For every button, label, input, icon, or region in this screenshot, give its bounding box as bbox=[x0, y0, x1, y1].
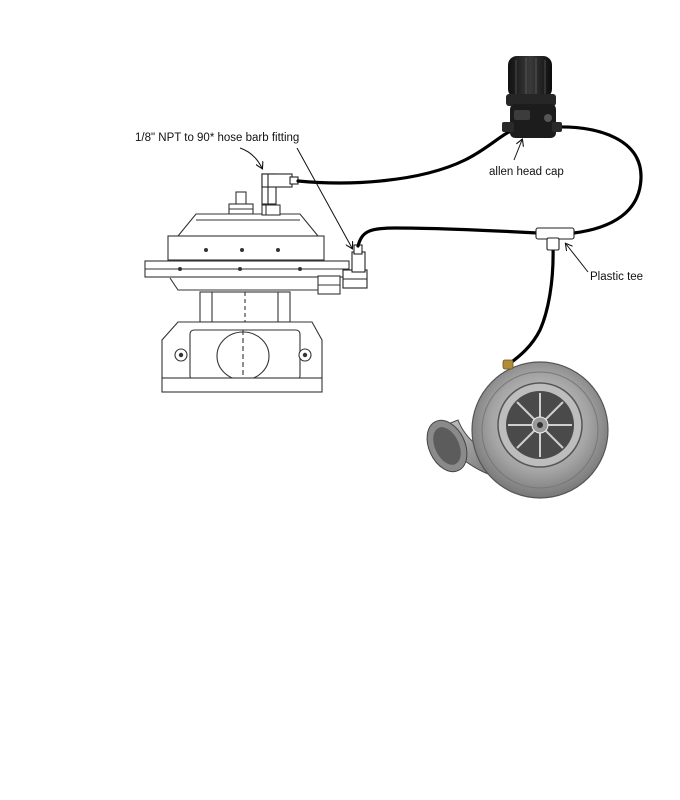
allen-head-cap-label: allen head cap bbox=[489, 166, 564, 178]
vacuum-hose bbox=[296, 125, 643, 366]
hose-barb-fitting-icon bbox=[261, 173, 299, 205]
hose-barb-fitting-icon bbox=[342, 244, 368, 289]
boost-controller-icon bbox=[502, 56, 562, 138]
wastegate-icon bbox=[144, 191, 350, 393]
plastic-tee-icon bbox=[535, 227, 575, 251]
fitting-label: 1/8" NPT to 90* hose barb fitting bbox=[135, 132, 300, 144]
plastic-tee-label: Plastic tee bbox=[590, 271, 644, 283]
turbocharger-icon bbox=[426, 359, 609, 499]
